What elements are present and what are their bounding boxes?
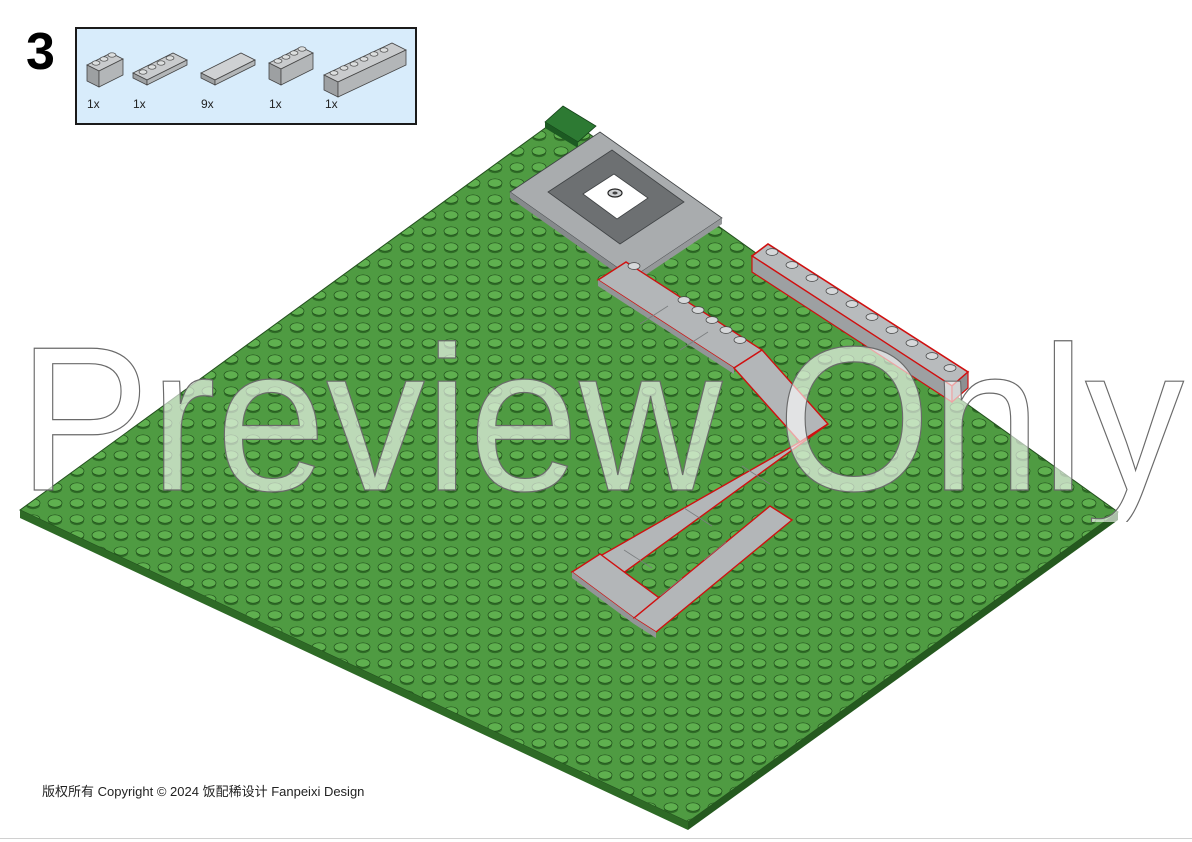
gray-tile-platform (509, 131, 723, 284)
brick-1x6-icon (323, 42, 407, 98)
plate-1x4-icon (132, 52, 188, 86)
preview-watermark: Preview Only (18, 322, 1185, 522)
part-brick-1x3 (85, 39, 125, 89)
dark-green-brick (544, 105, 597, 148)
new-brick-1x6 (750, 243, 970, 404)
parts-list: 1x 1x 9x 1x (75, 27, 417, 125)
part-qty: 1x (133, 97, 146, 111)
step-number: 3 (26, 23, 55, 81)
part-qty: 1x (269, 97, 282, 111)
page-bottom-rule (0, 838, 1192, 839)
part-brick-1x6 (322, 39, 410, 99)
new-tile-path (570, 261, 830, 638)
part-tile-1x4 (199, 39, 259, 89)
baseplate-edge (20, 510, 688, 830)
watermark-text: Preview Only (18, 322, 1184, 522)
brick-1x4-icon (268, 46, 314, 86)
tile-1x4-icon (200, 52, 256, 86)
part-plate-1x4 (131, 39, 191, 89)
copyright-text: 版权所有 Copyright © 2024 饭配稀设计 Fanpeixi Des… (42, 784, 365, 799)
brick-1x3-icon (86, 52, 124, 88)
part-qty: 9x (201, 97, 214, 111)
part-qty: 1x (325, 97, 338, 111)
part-brick-1x4 (267, 39, 317, 89)
baseplate-edge (688, 512, 1118, 830)
part-qty: 1x (87, 97, 100, 111)
